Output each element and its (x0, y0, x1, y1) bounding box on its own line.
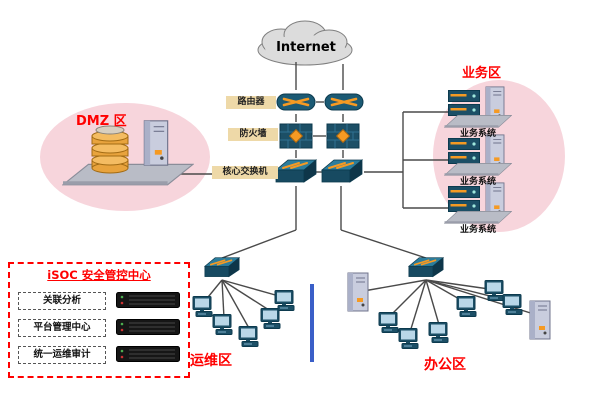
business-zone-label: 业务区 (462, 66, 502, 81)
core-switch-icon-left (274, 158, 318, 186)
ops-switch-icon (202, 256, 242, 280)
office-server-tower-icon-right (528, 300, 552, 340)
rack-unit-icon (448, 90, 480, 102)
business-system-label-2: 业务系统 (459, 177, 496, 187)
isoc-item-platform-management: 平台管理中心 (18, 319, 106, 337)
pc-icon (212, 314, 236, 336)
internet-cloud-icon (257, 20, 353, 66)
rack-unit-icon (448, 186, 480, 198)
dmz-zone-label: DMZ 区 (76, 114, 127, 129)
pc-icon (238, 326, 262, 348)
isoc-item-correlation-analysis: 关联分析 (18, 292, 106, 310)
database-stack-icon (88, 122, 132, 174)
business-system-label-3: 业务系统 (459, 225, 496, 235)
ops-zone-label: 运维区 (190, 353, 232, 369)
rack-server-icon (112, 319, 184, 335)
zone-divider-line (310, 284, 314, 362)
isoc-title: iSOC 安全管控中心 (47, 268, 151, 282)
pc-icon (502, 294, 526, 316)
router-label: 路由器 (226, 96, 276, 109)
firewall-icon-left (279, 122, 313, 150)
core-switch-label: 核心交换机 (212, 166, 278, 179)
router-icon-left (276, 90, 316, 114)
office-server-tower-icon-left (346, 272, 370, 312)
firewall-icon-right (326, 122, 360, 150)
rack-server-icon (112, 346, 184, 362)
internet-label: Internet (276, 40, 336, 55)
dmz-server-tower-icon (142, 118, 170, 168)
pc-icon (274, 290, 298, 312)
office-zone-label: 办公区 (424, 357, 466, 373)
pc-icon (398, 328, 422, 350)
business-system-label-1: 业务系统 (459, 129, 496, 139)
isoc-panel: iSOC 安全管控中心 关联分析 平台管理中心 统一运维审计 (8, 262, 190, 378)
office-switch-icon (406, 256, 446, 280)
rack-unit-icon (448, 138, 480, 150)
isoc-item-unified-ops-audit: 统一运维审计 (18, 346, 106, 364)
pc-icon (456, 296, 480, 318)
router-icon-right (324, 90, 364, 114)
pc-icon (428, 322, 452, 344)
firewall-label: 防火墙 (228, 128, 278, 141)
rack-server-icon (112, 292, 184, 308)
core-switch-icon-right (320, 158, 364, 186)
